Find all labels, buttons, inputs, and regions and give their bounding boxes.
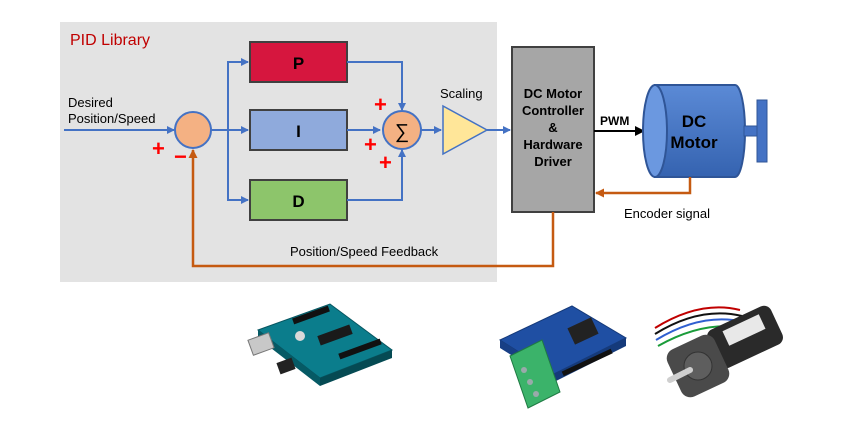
controller-line2: Controller bbox=[522, 103, 584, 118]
dc-motor bbox=[643, 85, 767, 177]
feedback-label: Position/Speed Feedback bbox=[290, 244, 439, 259]
input-label-line1: Desired bbox=[68, 95, 113, 110]
sum2-plus-bottom: + bbox=[379, 150, 392, 175]
motor-shield-picture bbox=[500, 306, 626, 408]
pid-library-title: PID Library bbox=[70, 32, 150, 49]
p-block-label: P bbox=[293, 54, 304, 73]
sum1-minus-sign: − bbox=[174, 144, 187, 169]
motor-label-line2: Motor bbox=[670, 133, 718, 152]
input-summing-junction bbox=[175, 112, 211, 148]
d-block-label: D bbox=[292, 192, 304, 211]
controller-line1: DC Motor bbox=[524, 86, 583, 101]
encoder-signal-arrow bbox=[596, 177, 690, 193]
input-label-line2: Position/Speed bbox=[68, 111, 155, 126]
sum2-symbol: ∑ bbox=[395, 121, 409, 143]
geared-dc-motor-picture bbox=[655, 303, 786, 400]
controller-line5: Driver bbox=[534, 154, 572, 169]
pwm-label: PWM bbox=[600, 114, 629, 128]
controller-line3: & bbox=[548, 120, 557, 135]
scaling-label: Scaling bbox=[440, 86, 483, 101]
motor-label-line1: DC bbox=[682, 112, 707, 131]
sum2-plus-top: + bbox=[374, 92, 387, 117]
controller-line4: Hardware bbox=[523, 137, 582, 152]
sum2-plus-mid: + bbox=[364, 132, 377, 157]
sum1-plus-sign: + bbox=[152, 136, 165, 161]
encoder-label: Encoder signal bbox=[624, 206, 710, 221]
arduino-board-picture bbox=[248, 304, 392, 386]
i-block-label: I bbox=[296, 122, 301, 141]
